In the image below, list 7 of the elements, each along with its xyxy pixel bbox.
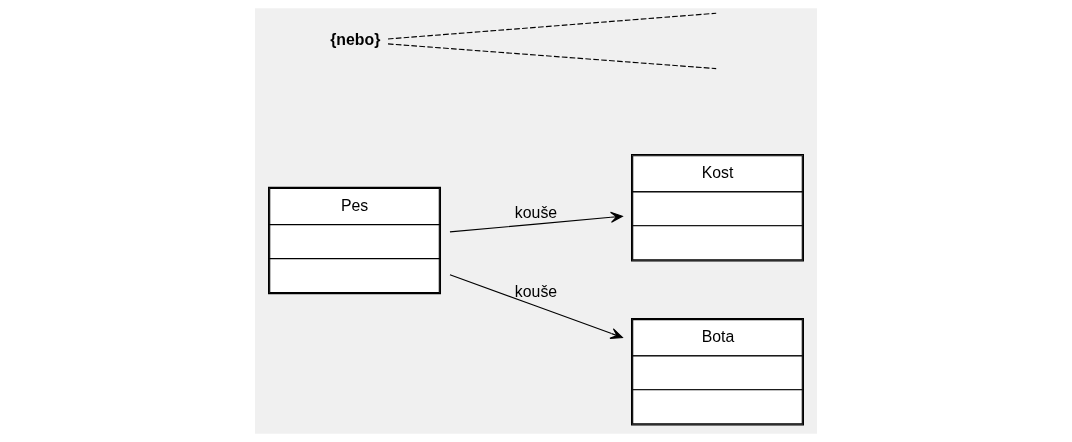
arrow — [449, 211, 623, 233]
node-text: {nebo} — [330, 30, 381, 48]
edge-label: kouše — [514, 283, 558, 301]
connector — [387, 12, 717, 40]
edge-label: kouše — [514, 204, 558, 222]
arrow — [449, 274, 623, 339]
connector — [387, 43, 717, 70]
